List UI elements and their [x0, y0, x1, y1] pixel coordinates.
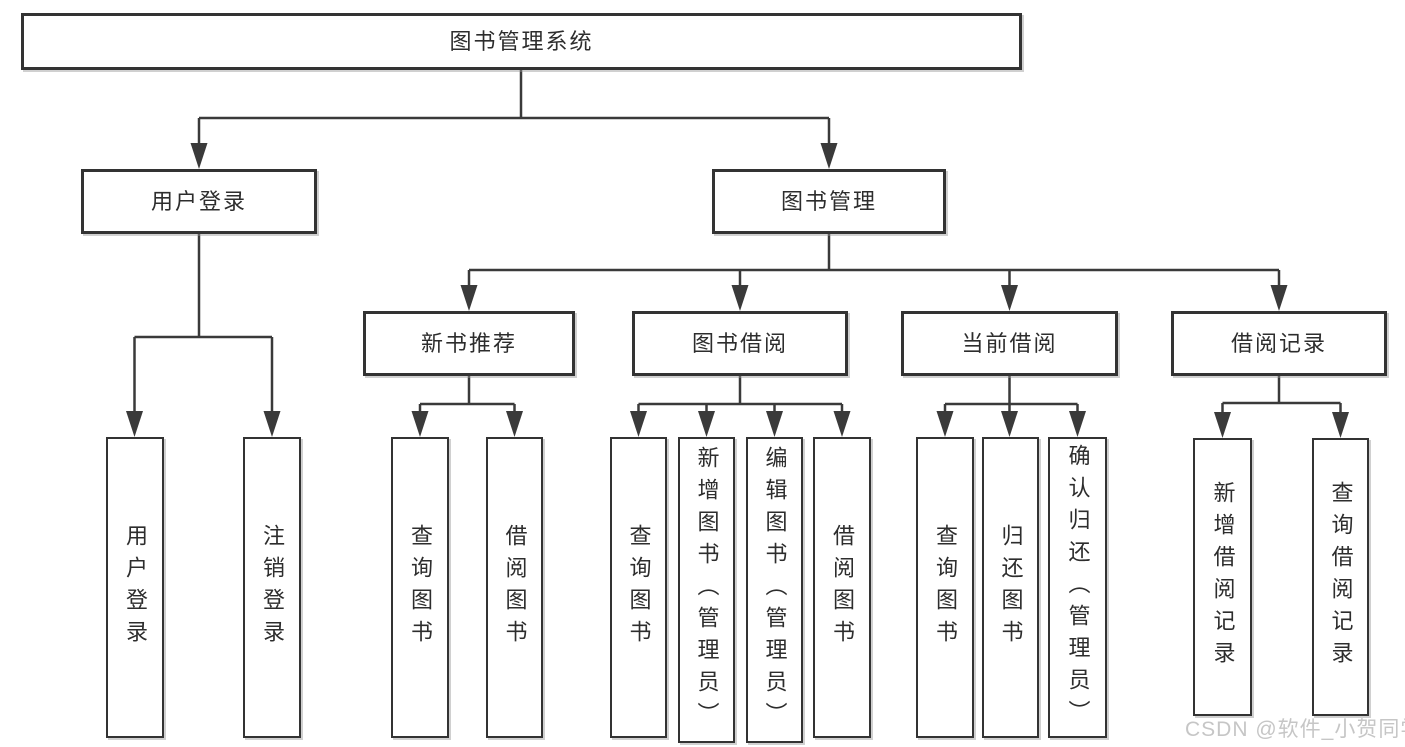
leaf-add-books-admin: 新增图书（管理员）	[678, 437, 735, 743]
node-user-login: 用户登录	[81, 169, 317, 234]
node-current-borrowing: 当前借阅	[901, 311, 1118, 376]
leaf-query-books: 查询图书	[391, 437, 449, 738]
leaf-label: 查询图书	[626, 523, 652, 652]
leaf-return-books: 归还图书	[982, 437, 1039, 738]
node-book-management-system: 图书管理系统	[21, 13, 1022, 70]
leaf-label: 注销登录	[260, 523, 285, 652]
leaf-label: 新增借阅记录	[1210, 481, 1236, 673]
leaf-query-books: 查询图书	[916, 437, 974, 738]
leaf-borrow-books: 借阅图书	[813, 437, 871, 738]
leaf-label: 查询图书	[408, 523, 433, 652]
leaf-label: 查询图书	[933, 523, 958, 652]
leaf-logout: 注销登录	[243, 437, 301, 738]
node-borrowing-records: 借阅记录	[1171, 311, 1387, 376]
leaf-label: 编辑图书（管理员）	[762, 446, 788, 734]
leaf-add-borrowing-record: 新增借阅记录	[1193, 438, 1252, 716]
arrowheads	[126, 143, 1349, 438]
node-new-book-recommendation: 新书推荐	[363, 311, 575, 376]
leaf-label: 归还图书	[998, 523, 1024, 652]
node-book-management: 图书管理	[712, 169, 946, 234]
csdn-watermark: CSDN @软件_小贺同学	[1185, 718, 1405, 741]
leaf-label: 用户登录	[123, 523, 148, 652]
leaf-label: 确认归还（管理员）	[1065, 443, 1091, 732]
leaf-query-borrowing-record: 查询借阅记录	[1312, 438, 1369, 716]
leaf-label: 查询借阅记录	[1328, 481, 1354, 673]
node-book-borrowing: 图书借阅	[632, 311, 848, 376]
leaf-confirm-return-admin: 确认归还（管理员）	[1048, 437, 1107, 738]
leaf-user-login: 用户登录	[106, 437, 164, 738]
leaf-edit-books-admin: 编辑图书（管理员）	[746, 437, 803, 743]
leaf-query-books: 查询图书	[610, 437, 667, 738]
leaf-label: 新增图书（管理员）	[694, 446, 720, 734]
leaf-borrow-books: 借阅图书	[486, 437, 543, 738]
leaf-label: 借阅图书	[502, 523, 528, 652]
leaf-label: 借阅图书	[830, 523, 855, 652]
